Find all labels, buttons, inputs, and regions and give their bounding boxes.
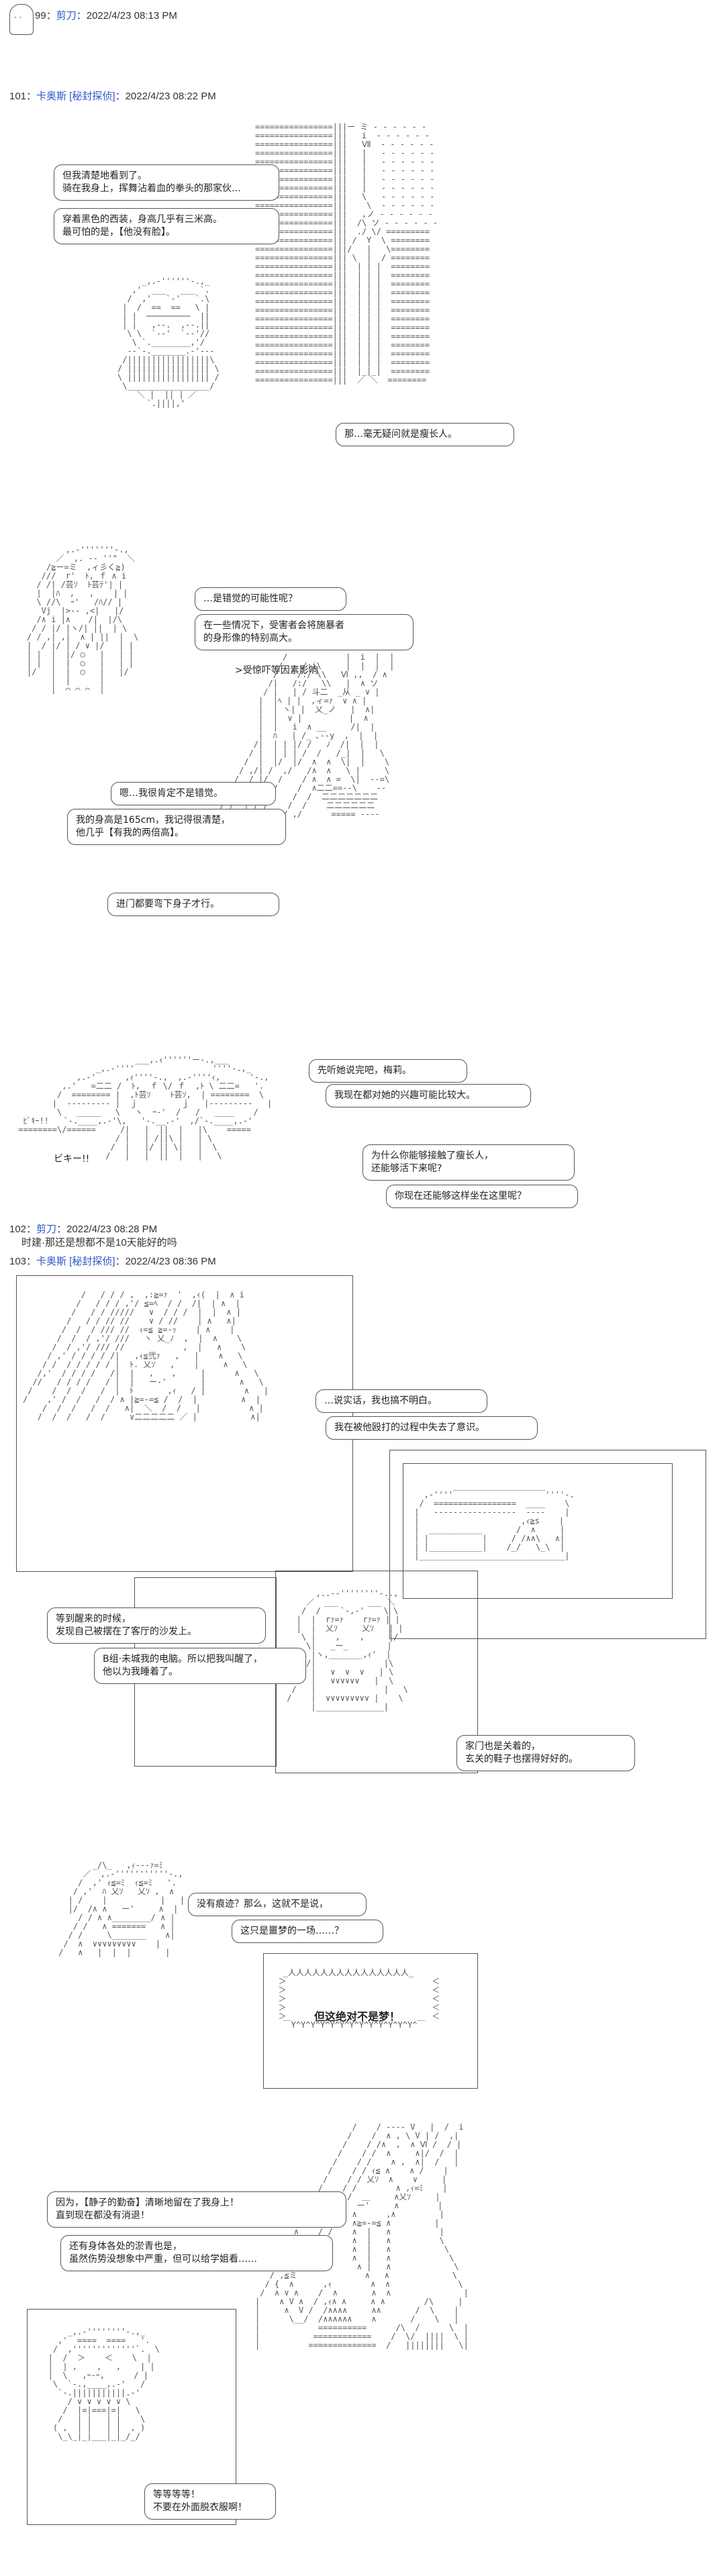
ascii-art-slenderman: ================|||ー ミ - - - - - - =====…	[255, 122, 438, 385]
caption-note: >受惊吓等因素影响	[235, 665, 318, 676]
spiky-shout-border: _人人人人人人人人人人人人人人人_ ＞ ＜ ＞ ＜ ＞ ＜ ＞ ＜ ＞ ＜ ￣Y…	[278, 1968, 440, 2030]
sound-effect: ビキー!!	[54, 1154, 90, 1165]
speech-bubble: 这只是噩梦的一场……？	[232, 1920, 383, 1943]
poster-name[interactable]: 卡奥斯	[36, 1256, 67, 1267]
speech-bubble: 等等等等！ 不要在外面脱衣服啊！	[144, 2483, 276, 2520]
ascii-art-hat-girl: ___,.ｨ''''''ー-.,___ _,.-'''' ''''-.,_ ,.…	[18, 1055, 273, 1160]
speech-bubble: …是错觉的可能性呢？	[195, 587, 346, 611]
panel-frame	[389, 1450, 706, 1639]
speech-bubble: 我现在都对她的兴趣可能比较大。	[326, 1084, 531, 1107]
speech-bubble: 但我清楚地看到了。 骑在我身上，挥舞沾着血的拳头的那家伙…	[54, 164, 279, 201]
speech-bubble: 穿着黑色的西装，身高几乎有三米高。 最可怕的是，【他没有脸】。	[54, 208, 279, 244]
poster-name[interactable]: 剪刀	[36, 1224, 57, 1235]
panel-frame-inner	[403, 1463, 673, 1599]
ascii-art-girl-hat-think: _/\_ ,ｨ-‐-ｧ=ﾐ ／ ,.-'''''''''''-., / ,' ｨ…	[58, 1861, 185, 1957]
post-header-102: 102：剪刀：2022/4/23 08:28 PM	[9, 1224, 158, 1235]
speech-bubble: 我在被他殴打的过程中失去了意识。	[326, 1416, 538, 1440]
panel-frame	[263, 1953, 478, 2089]
post-number: 103	[9, 1256, 27, 1267]
speech-bubble: B组·未城我的电脑。所以把我叫醒了， 他以为我睡着了。	[94, 1648, 306, 1684]
post-datetime: 2022/4/23 08:28 PM	[66, 1224, 158, 1235]
post-datetime: 2022/4/23 08:36 PM	[125, 1256, 216, 1267]
post-number: 99	[35, 10, 46, 21]
speech-bubble: 为什么你能够接触了瘦长人， 还能够活下来呢?	[362, 1144, 575, 1181]
post-body-102: 时建·那还是想都不是10天能好的吗	[21, 1237, 177, 1248]
speech-bubble: 嗯…我很肯定不是错觉。	[111, 782, 276, 805]
speech-bubble: 在一些情况下，受害者会将施暴者 的身形像的特别高大。	[195, 614, 414, 650]
poster-name[interactable]: 卡奥斯	[36, 91, 67, 102]
poster-trip: [秘封探侦]	[69, 1256, 115, 1267]
post-header-99: 99：剪刀：2022/4/23 08:13 PM	[35, 10, 177, 21]
post-number: 101	[9, 91, 27, 102]
post-header-103: 103：卡奥斯 [秘封探侦]：2022/4/23 08:36 PM	[9, 1256, 216, 1267]
ascii-art-girl-standing: / / ---- V | / i / / ∧ , \ V | / ,| / / …	[255, 2122, 469, 2350]
poster-trip: [秘封探侦]	[69, 91, 115, 102]
poster-name[interactable]: 剪刀	[56, 10, 77, 21]
speech-bubble: 你现在还能够这样坐在这里呢？	[386, 1185, 578, 1208]
speech-bubble: …说实话，我也搞不明白。	[316, 1389, 487, 1413]
speech-bubble: 等到醒来的时候， 发现自己被摆在了客厅的沙发上。	[47, 1607, 266, 1644]
post-header-101: 101：卡奥斯 [秘封探侦]：2022/4/23 08:22 PM	[9, 91, 216, 102]
speech-bubble: 我的身高是165cm，我记得很清楚， 他几乎【有我的两倍高】。	[67, 809, 286, 845]
post-datetime: 2022/4/23 08:13 PM	[86, 10, 177, 21]
shout-text: 但这绝对不是梦！	[314, 2010, 401, 2023]
ascii-art-sofa: ___________________ ,-'''' ''''-. / ====…	[414, 1481, 575, 1561]
ascii-art-girl-sad: ,..--''''''''-.., ／ ___ ___ ＼ / / `-,-' …	[287, 1589, 408, 1712]
ghost-avatar-icon	[9, 4, 34, 35]
ascii-art-girl-thinking: / / / / , ,:≧=ｧ ' ,ｨ( | ∧ i / / / / ,'/ …	[23, 1290, 269, 1422]
speech-bubble: 还有身体各处的淤青也是， 虽然伤势没想象中严重，但可以给学姐看……	[60, 2235, 333, 2271]
ascii-art-victim-lying: _,.-''''''-.,_ ,' ___ ___ `. / ,' `-' `.…	[117, 277, 220, 408]
panel-frame	[27, 2309, 236, 2525]
post-number: 102	[9, 1224, 27, 1235]
speech-bubble: 家门也是关着的， 玄关的鞋子也摆得好好的。	[456, 1735, 635, 1771]
ascii-art-girl-flustered: _,.-''''''''-.,_ ,' ==== ==== '. / ,''''…	[48, 2327, 160, 2441]
speech-bubble: 那…毫无疑问就是瘦长人。	[336, 423, 514, 446]
speech-bubble: 进门都要弯下身子才行。	[107, 893, 279, 916]
speech-bubble: 没有痕迹？那么，这就不是说，	[188, 1893, 367, 1916]
ascii-art-girl-left: ,.-'''''''-., ／ ,. -‐ ''" ＼ /≧ー=ミ ,ィ彡く≧)…	[27, 545, 139, 694]
post-datetime: 2022/4/23 08:22 PM	[125, 91, 216, 102]
speech-bubble: 因为，【静子的勤奋】清晰地留在了我身上！ 直到现在都没有消退！	[47, 2191, 346, 2228]
speech-bubble: 先听她说完吧，梅莉。	[309, 1059, 467, 1083]
